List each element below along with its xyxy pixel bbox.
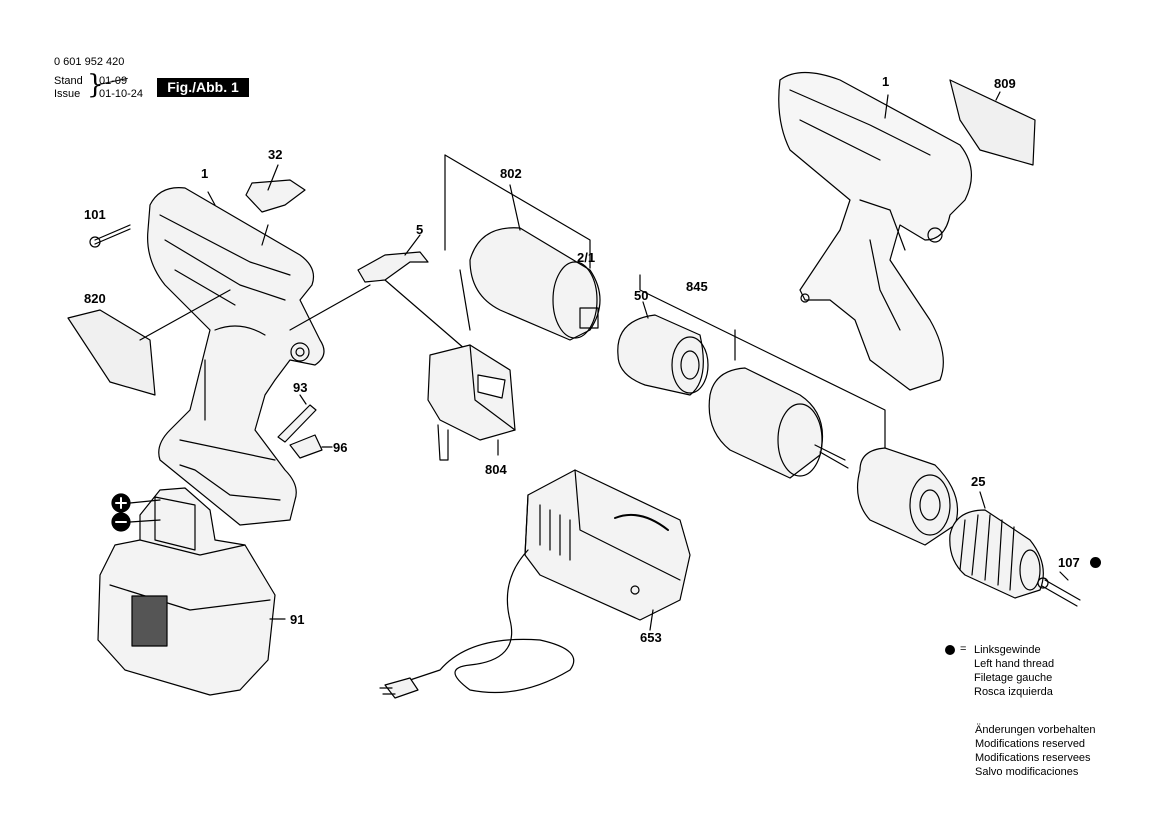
legend-line: Filetage gauche [974,672,1053,684]
chuck-25 [949,509,1044,599]
callout-107: 107 [1058,555,1080,570]
right-housing-shell [778,71,972,391]
label-809 [949,79,1036,166]
callout-802: 802 [500,166,522,181]
callout-845: 845 [686,279,708,294]
callout-25: 25 [971,474,986,489]
callout-101: 101 [84,207,106,222]
document-number: 0 601 952 420 [54,56,125,68]
legend-line: Left hand thread [974,658,1055,670]
issue-label: Issue [54,88,81,100]
motor-802 [459,227,601,341]
callout-804: 804 [485,462,507,477]
cover-part-32 [245,179,306,213]
charger-653 [379,469,691,699]
note-line: Modifications reservees [975,752,1091,764]
ring-part-50 [617,314,709,396]
figure-label: Fig./Abb. 1 [157,78,249,97]
stand-date: 01-09 [98,75,128,88]
callout-820: 820 [84,291,106,306]
screw-101 [89,224,131,248]
callout-32: 32 [268,147,283,162]
callout-50: 50 [634,288,649,303]
callout-5: 5 [416,222,424,237]
clip-part-5 [357,251,429,283]
label-820 [67,309,156,396]
holder-96 [289,434,323,459]
left-hand-thread-marker-icon [1090,557,1101,568]
gearbox-845 [708,367,849,479]
stand-label: Stand [54,75,83,87]
callout-1-left: 1 [201,166,209,181]
callout-96: 96 [333,440,348,455]
callout-809: 809 [994,76,1016,91]
brace-icon: } [87,70,104,100]
note-line: Änderungen vorbehalten [975,724,1096,736]
note-line: Modifications reserved [975,738,1086,750]
bit-93 [277,404,317,443]
legend-line: Rosca izquierda [974,686,1053,698]
callout-91: 91 [290,612,305,627]
chuck-sleeve [857,447,959,546]
screw-107 [1037,577,1081,607]
legend-line: Linksgewinde [974,644,1041,656]
switch-804 [427,344,516,461]
left-housing-shell [147,187,325,526]
callout-1-right: 1 [882,74,890,89]
callout-93: 93 [293,380,308,395]
callout-2-1: 2/1 [577,250,596,265]
legend-equals: = [960,643,967,655]
note-line: Salvo modificaciones [975,766,1079,778]
callout-653: 653 [640,630,662,645]
battery-pack-91 [97,487,276,696]
legend-dot-icon [945,645,955,655]
issue-date: 01-10-24 [99,88,144,100]
